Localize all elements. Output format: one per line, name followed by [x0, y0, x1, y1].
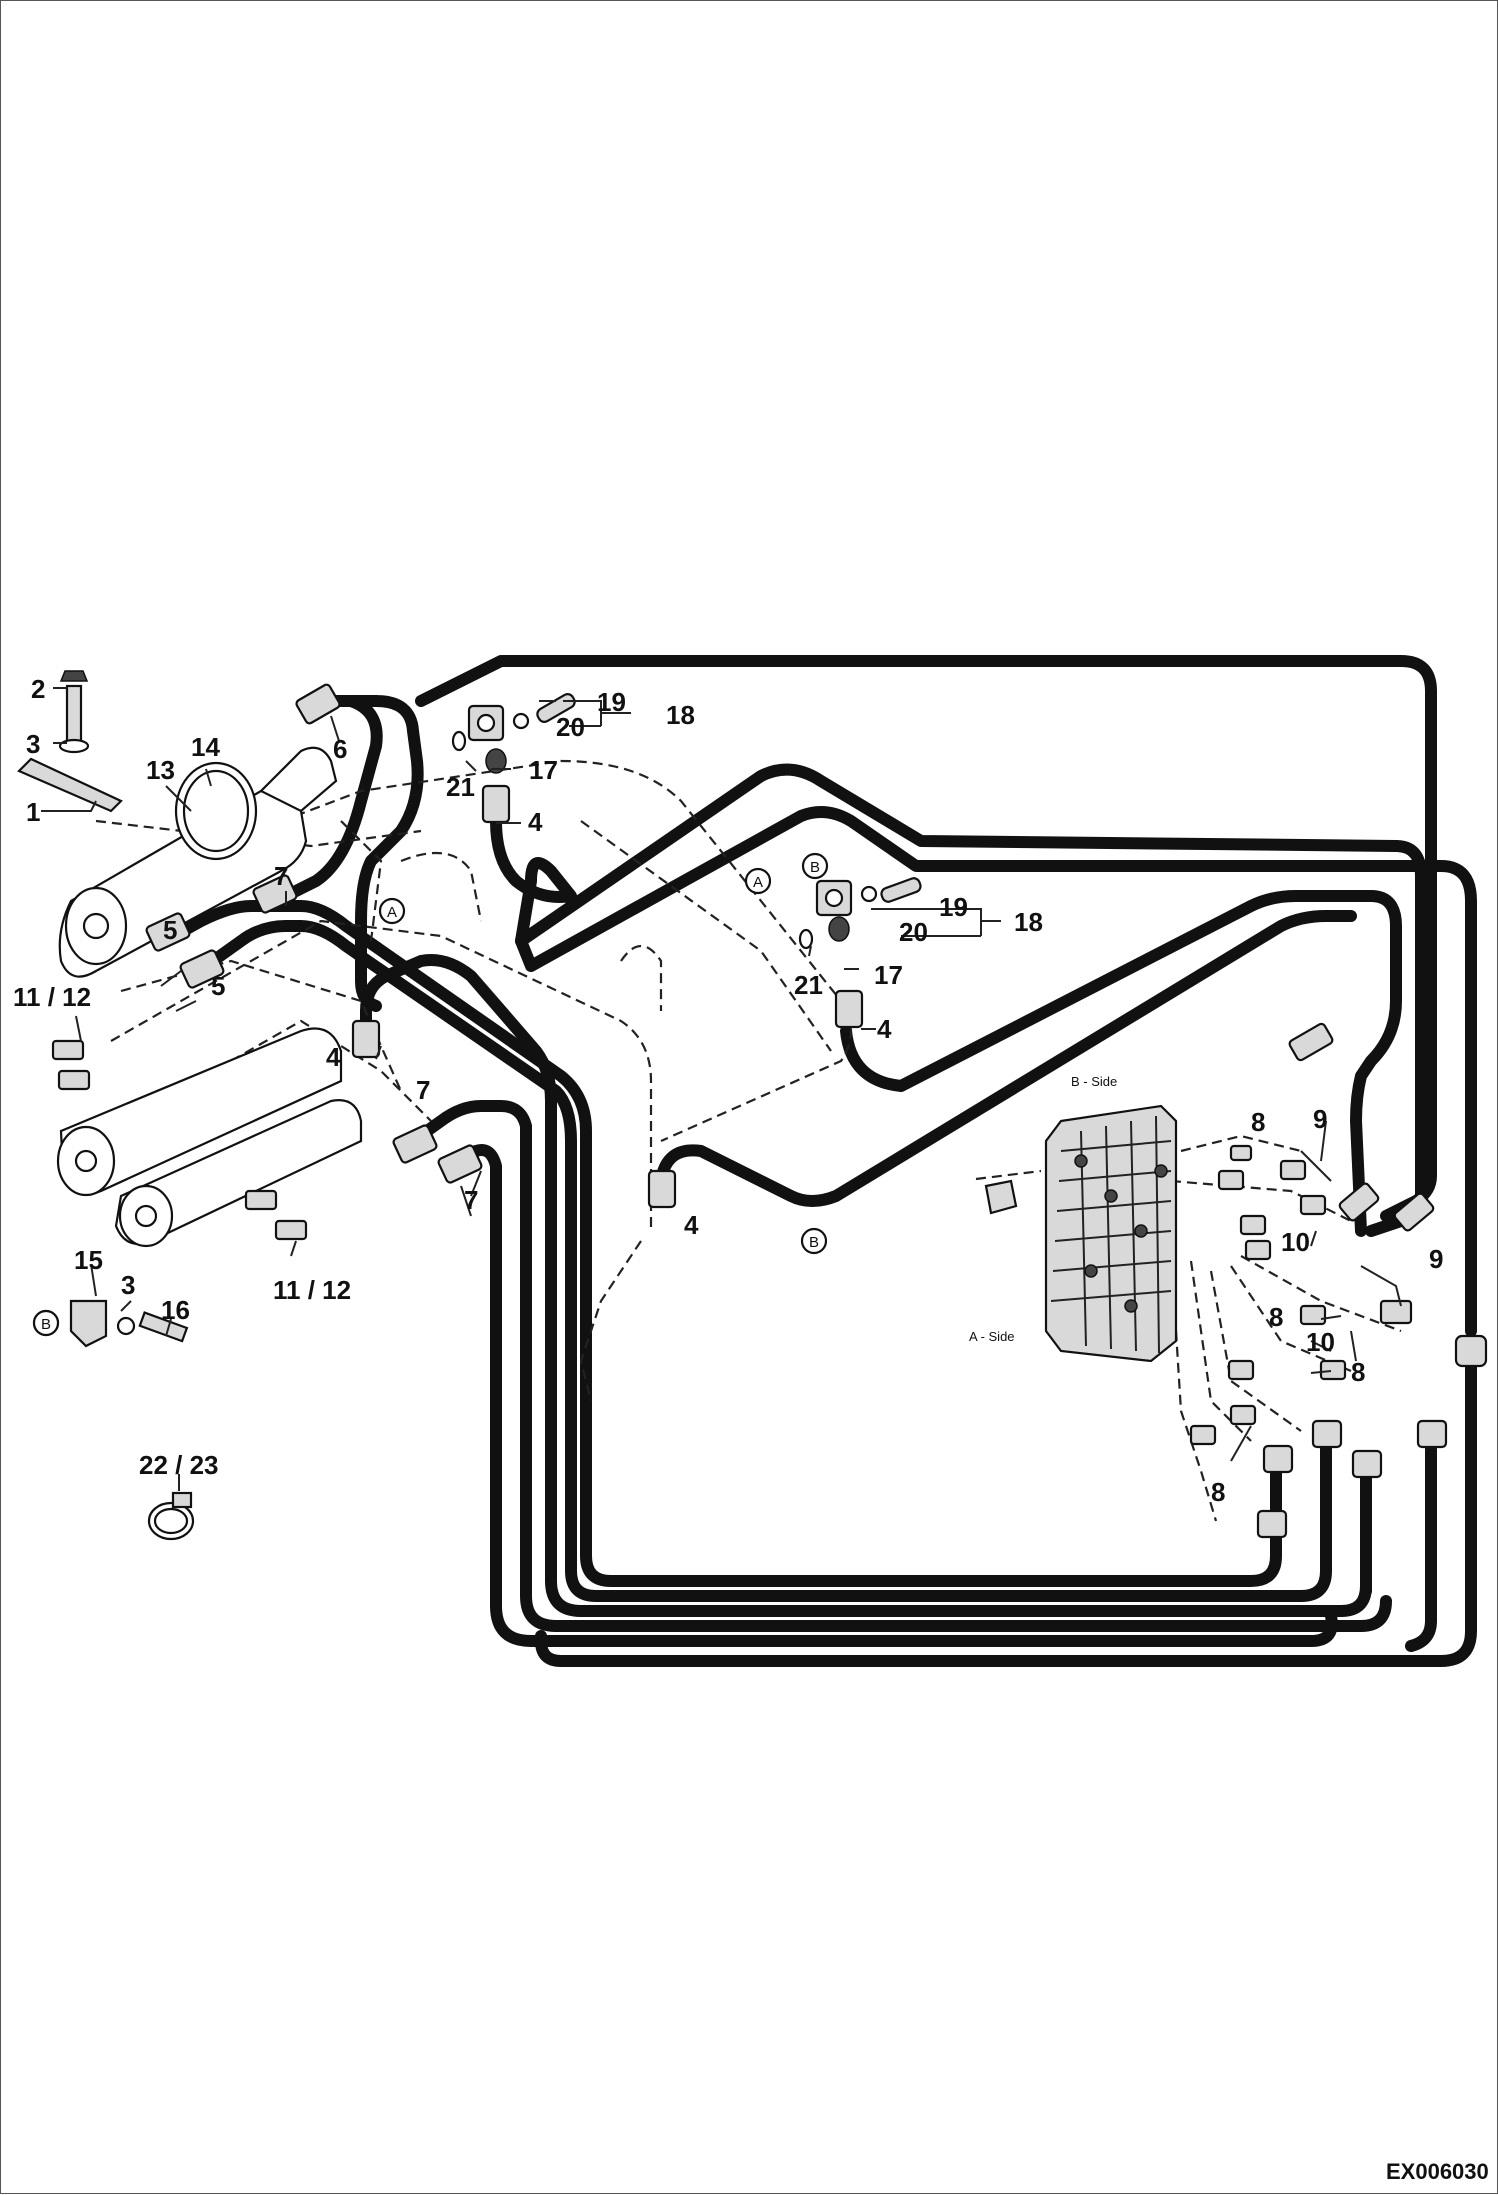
callout-11-12-bottom: 11 / 12: [273, 1275, 351, 1305]
callout-22-23: 22 / 23: [139, 1450, 219, 1480]
adapters: [1189, 1144, 1413, 1446]
hose-7-mid: [400, 1100, 1392, 1632]
callout-4-left: 4: [326, 1042, 341, 1072]
callout-2: 2: [31, 674, 45, 704]
marker-B2-label: B: [809, 1234, 819, 1251]
callout-21-mid: 21: [794, 970, 823, 1000]
callout-10-mid: 10: [1306, 1327, 1335, 1357]
callout-20-top: 20: [556, 712, 585, 742]
callout-19-top: 19: [597, 687, 626, 717]
callout-14: 14: [191, 732, 220, 762]
arm-cylinder: [56, 1027, 363, 1248]
hose-4-left: [360, 954, 1372, 1617]
callout-19-mid: 19: [939, 892, 968, 922]
marker-B1-label: B: [810, 859, 820, 876]
marker-B1: B: [801, 852, 829, 880]
hose-4-mid: [840, 890, 1402, 1237]
a-side-label: A - Side: [969, 1329, 1015, 1344]
callout-15: 15: [74, 1245, 103, 1275]
callout-8-mid: 8: [1269, 1302, 1283, 1332]
hose-5-lower: [200, 920, 1332, 1602]
leader-lines: [41, 687, 1402, 1491]
hose-4-upper: [490, 763, 1427, 1237]
callout-11-12-top: 11 / 12: [13, 982, 91, 1012]
callout-18-mid: 18: [1014, 907, 1043, 937]
clamp-part-1: [17, 670, 123, 813]
hose-7-lower: [450, 1144, 1338, 1647]
boom-outline: [70, 759, 1402, 1522]
control-valve-block: [975, 1104, 1178, 1363]
hose-5-upper: [177, 900, 1282, 1587]
callout-21-top: 21: [446, 772, 475, 802]
callout-6: 6: [333, 734, 347, 764]
callout-10-top: 10: [1281, 1227, 1310, 1257]
hose-7-upper: [280, 695, 383, 902]
callout-17-mid: 17: [874, 960, 903, 990]
callout-18-top: 18: [666, 700, 695, 730]
hose-outer-bottom: [535, 1345, 1477, 1667]
marker-B3: B: [32, 1309, 60, 1337]
callout-3: 3: [26, 729, 40, 759]
ring-14: [174, 761, 258, 861]
callout-16: 16: [161, 1295, 190, 1325]
b-side-label: B - Side: [1071, 1074, 1117, 1089]
callouts: 2 3 1 13 14 6 7 19 20 18 21 17 4 19 20 1…: [13, 674, 1443, 1507]
callout-8-top: 8: [1251, 1107, 1265, 1137]
marker-A1-label: A: [387, 904, 397, 921]
callout-5-bottom: 5: [211, 971, 225, 1001]
callout-9-mid: 9: [1429, 1244, 1443, 1274]
callout-5-top: 5: [163, 915, 177, 945]
hose-group: [177, 655, 1477, 1667]
callout-8-right: 8: [1351, 1357, 1365, 1387]
marker-A1: A: [378, 897, 406, 925]
hose-4-lower: [655, 910, 1357, 1207]
callout-4-top: 4: [528, 807, 543, 837]
callout-4-lower: 4: [684, 1210, 699, 1240]
hose-clamp-22-23: [147, 1491, 195, 1541]
callout-9-top: 9: [1313, 1104, 1327, 1134]
marker-B2: B: [800, 1227, 828, 1255]
callout-13: 13: [146, 755, 175, 785]
fittings-11-12: [51, 1039, 308, 1241]
callout-20-mid: 20: [899, 917, 928, 947]
hose-6: [330, 695, 424, 1012]
hose-b-upper: [515, 806, 1477, 1337]
callout-7-top: 7: [274, 861, 288, 891]
callout-8-bottom: 8: [1211, 1477, 1225, 1507]
swivel-assembly-mid: [798, 877, 922, 950]
fittings: [145, 683, 1488, 1539]
callout-3-lower: 3: [121, 1270, 135, 1300]
figure-reference: EX006030: [1386, 2159, 1489, 2184]
callout-7-mid: 7: [416, 1075, 430, 1105]
callout-4-mid: 4: [877, 1014, 892, 1044]
marker-A2: A: [744, 867, 772, 895]
callout-1: 1: [26, 797, 40, 827]
marker-B3-label: B: [41, 1316, 51, 1333]
callout-17-top: 17: [529, 755, 558, 785]
hose-right-4: [1405, 1435, 1437, 1652]
marker-A2-label: A: [753, 874, 763, 891]
callout-7-lower: 7: [464, 1185, 478, 1215]
